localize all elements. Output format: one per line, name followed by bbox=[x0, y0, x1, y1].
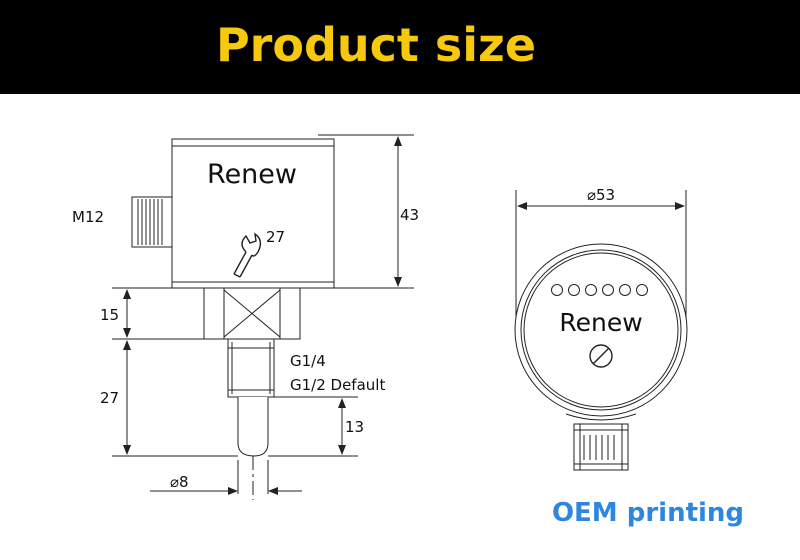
screw-icon bbox=[589, 344, 613, 368]
thread-section bbox=[227, 338, 275, 398]
dim-probe-length-label: 13 bbox=[345, 418, 364, 436]
oem-printing-text: OEM printing bbox=[551, 498, 745, 528]
wrench-size-label: 27 bbox=[266, 228, 285, 246]
front-connector bbox=[565, 413, 637, 471]
side-view bbox=[112, 134, 414, 500]
hex-nut bbox=[203, 287, 301, 340]
thread-option-2-label: G1/2 Default bbox=[290, 376, 385, 394]
front-view bbox=[514, 190, 688, 471]
dim-thread-height-label: 27 bbox=[100, 389, 119, 407]
dim-diameter-label: ⌀53 bbox=[587, 186, 615, 204]
side-brand-label: Renew bbox=[207, 159, 297, 190]
front-view-labels: ⌀53 Renew bbox=[559, 186, 642, 337]
wrench-icon bbox=[233, 232, 262, 278]
inner-ring bbox=[523, 252, 679, 408]
connector-label: M12 bbox=[72, 208, 104, 226]
sensor-housing bbox=[171, 138, 335, 289]
page-title: Product size bbox=[215, 18, 537, 72]
face-ring bbox=[520, 249, 682, 411]
thread-option-1-label: G1/4 bbox=[290, 352, 326, 370]
extension-lines bbox=[112, 134, 414, 494]
side-view-labels: Renew M12 27 43 15 27 13 ⌀8 G1/4 G1/2 De… bbox=[72, 159, 419, 491]
outer-ring bbox=[514, 243, 688, 417]
probe bbox=[237, 397, 269, 457]
led-indicators bbox=[551, 284, 648, 296]
dim-total-height-label: 43 bbox=[400, 206, 419, 224]
dim-hex-height-label: 15 bbox=[100, 306, 119, 324]
front-brand-label: Renew bbox=[559, 308, 642, 337]
header-banner: Product size bbox=[0, 0, 800, 94]
dim-probe-diameter-label: ⌀8 bbox=[170, 473, 189, 491]
